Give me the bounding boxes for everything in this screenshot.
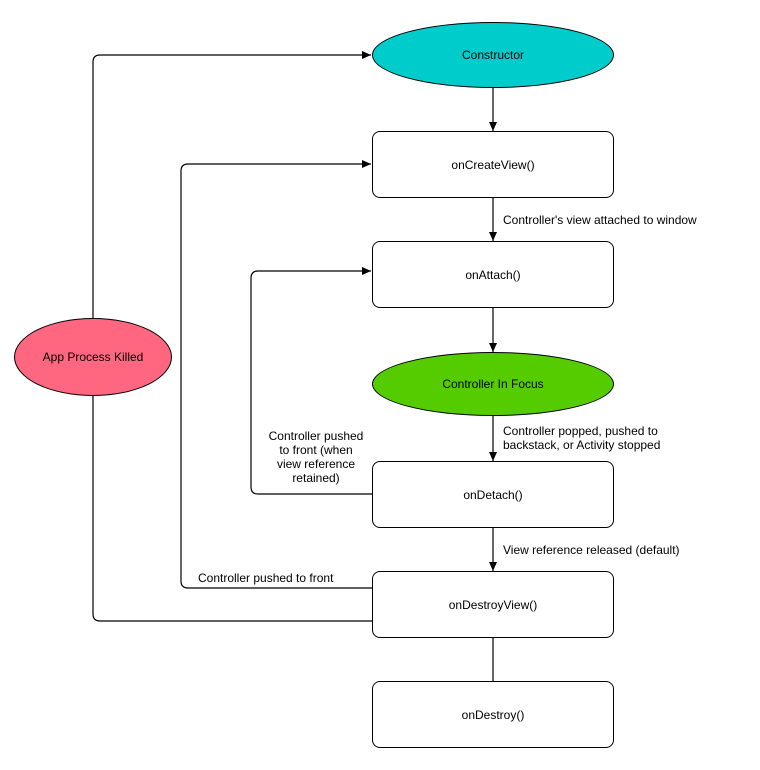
edge-label-pushed-front-retained: Controller pushed to front (when view re… bbox=[256, 429, 376, 485]
edge-label-retained-line-4: retained) bbox=[292, 471, 340, 485]
oncreateview-label: onCreateView() bbox=[451, 157, 535, 172]
edge-label-pushed-front: Controller pushed to front bbox=[198, 571, 334, 585]
edge-label-popped: Controller popped, pushed to backstack, … bbox=[503, 424, 660, 452]
ondestroy-node: onDestroy() bbox=[372, 681, 614, 748]
onattach-label: onAttach() bbox=[465, 267, 521, 282]
ondetach-node: onDetach() bbox=[372, 461, 614, 528]
edge-ondestroyview-to-appkilled bbox=[92, 396, 372, 622]
constructor-node: Constructor bbox=[372, 22, 614, 88]
edge-label-popped-line-1: Controller popped, pushed to bbox=[503, 424, 658, 438]
ondestroy-label: onDestroy() bbox=[461, 707, 525, 722]
ondestroyview-node: onDestroyView() bbox=[372, 571, 614, 638]
edge-label-view-released: View reference released (default) bbox=[503, 543, 680, 557]
edge-ondestroyview-to-oncreateview bbox=[180, 160, 372, 589]
onattach-node: onAttach() bbox=[372, 241, 614, 308]
edge-label-view-attached: Controller's view attached to window bbox=[503, 213, 697, 227]
controller-in-focus-label: Controller In Focus bbox=[442, 377, 544, 391]
constructor-label: Constructor bbox=[461, 48, 525, 62]
edge-label-retained-line-3: view reference bbox=[276, 457, 356, 471]
edge-label-retained-line-1: Controller pushed bbox=[268, 429, 364, 443]
ondestroyview-label: onDestroyView() bbox=[448, 597, 538, 612]
edge-label-popped-line-2: backstack, or Activity stopped bbox=[503, 438, 661, 452]
oncreateview-node: onCreateView() bbox=[372, 131, 614, 198]
ondetach-label: onDetach() bbox=[463, 487, 523, 502]
app-process-killed-node: App Process Killed bbox=[14, 318, 172, 396]
controller-in-focus-node: Controller In Focus bbox=[372, 352, 614, 416]
edge-appkilled-to-constructor bbox=[92, 51, 371, 318]
edge-label-retained-line-2: to front (when bbox=[279, 443, 353, 457]
app-process-killed-label: App Process Killed bbox=[42, 350, 144, 364]
edge-ondetach-to-onattach bbox=[250, 267, 372, 495]
